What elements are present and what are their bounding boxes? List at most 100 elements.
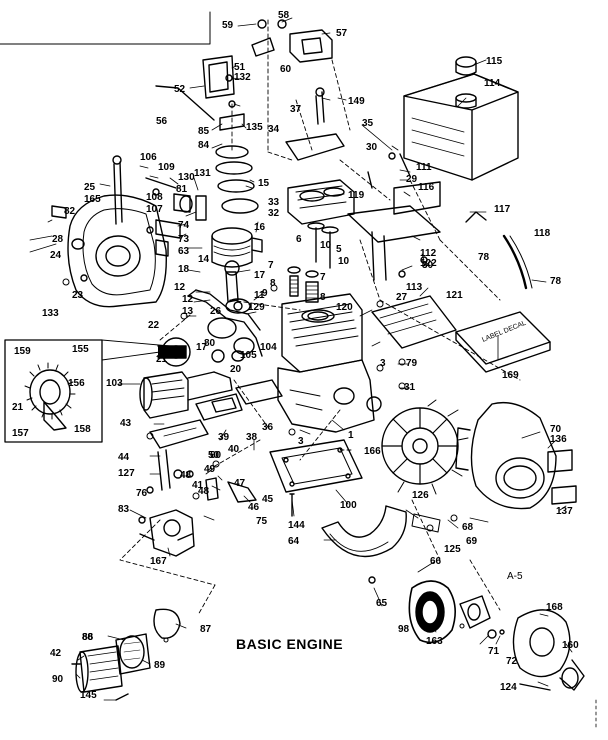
part-number-46: 46 bbox=[248, 502, 260, 513]
part-number-24: 24 bbox=[50, 250, 62, 261]
part-number-130: 130 bbox=[178, 172, 195, 183]
part-number-17: 17 bbox=[254, 270, 266, 281]
flywheel-fan bbox=[381, 399, 469, 495]
part-number-56: 56 bbox=[156, 116, 168, 127]
part-number-10-b: 10 bbox=[320, 240, 332, 251]
part-number-81: 81 bbox=[176, 184, 188, 195]
part-number-87: 87 bbox=[200, 624, 212, 635]
part-number-70: 70 bbox=[550, 424, 562, 435]
part-number-135: 135 bbox=[246, 122, 263, 133]
part-number-57: 57 bbox=[336, 28, 348, 39]
part-number-114: 114 bbox=[484, 78, 501, 89]
part-number-17-b: 17 bbox=[196, 342, 208, 353]
carburetor bbox=[138, 486, 195, 557]
part-number-71: 71 bbox=[488, 646, 500, 657]
part-number-20: 20 bbox=[230, 364, 242, 375]
part-number-21-b: 21 bbox=[12, 402, 24, 413]
part-number-76: 76 bbox=[136, 488, 148, 499]
flywheel bbox=[161, 337, 245, 367]
part-number-23: 23 bbox=[72, 290, 84, 301]
part-number-144: 144 bbox=[288, 520, 305, 531]
part-number-75: 75 bbox=[256, 516, 268, 527]
part-number-14: 14 bbox=[198, 254, 210, 265]
part-number-1: 1 bbox=[348, 430, 354, 441]
callout-flywheel-detail bbox=[24, 339, 187, 431]
part-number-100: 100 bbox=[340, 500, 357, 511]
cylinder-shroud bbox=[371, 295, 457, 349]
part-number-118: 118 bbox=[534, 228, 551, 239]
part-number-64: 64 bbox=[288, 536, 300, 547]
part-number-18: 18 bbox=[178, 264, 190, 275]
part-number-117: 117 bbox=[494, 204, 511, 215]
part-number-86: 86 bbox=[82, 632, 94, 643]
part-number-60: 60 bbox=[280, 64, 292, 75]
recoil-starter bbox=[512, 609, 585, 691]
part-number-113: 113 bbox=[406, 282, 423, 293]
part-number-58: 58 bbox=[278, 10, 290, 21]
part-number-49: 49 bbox=[204, 464, 216, 475]
part-number-125: 125 bbox=[444, 544, 461, 555]
part-number-132: 132 bbox=[234, 72, 251, 83]
part-number-157: 157 bbox=[12, 428, 29, 439]
part-number-12: 12 bbox=[182, 294, 194, 305]
part-number-88-b: 88 bbox=[82, 632, 94, 643]
part-number-41: 41 bbox=[192, 480, 204, 491]
part-number-68: 68 bbox=[462, 522, 474, 533]
part-number-60-b: 60 bbox=[210, 450, 222, 461]
part-number-10: 10 bbox=[338, 256, 350, 267]
part-number-44: 44 bbox=[118, 452, 130, 463]
part-number-15: 15 bbox=[258, 178, 270, 189]
part-number-156: 156 bbox=[68, 378, 85, 389]
part-number-167: 167 bbox=[150, 556, 167, 567]
part-number-33: 33 bbox=[268, 197, 280, 208]
part-number-29: 29 bbox=[406, 174, 418, 185]
part-number-labels: 1335677889101011121213141516171718202121… bbox=[12, 10, 579, 701]
part-number-50: 50 bbox=[208, 450, 220, 461]
part-number-34: 34 bbox=[268, 124, 280, 135]
part-number-136: 136 bbox=[550, 434, 567, 445]
part-number-35: 35 bbox=[362, 118, 374, 129]
part-number-73: 73 bbox=[178, 234, 190, 245]
label-decal-card bbox=[455, 311, 551, 373]
part-number-12-b: 12 bbox=[174, 282, 186, 293]
part-number-129: 129 bbox=[248, 302, 265, 313]
valve-train bbox=[287, 222, 339, 303]
part-number-13: 13 bbox=[182, 306, 194, 317]
part-number-104: 104 bbox=[260, 342, 277, 353]
part-number-106: 106 bbox=[140, 152, 157, 163]
part-number-39: 39 bbox=[218, 432, 230, 443]
part-number-127: 127 bbox=[118, 468, 135, 479]
part-number-107: 107 bbox=[146, 204, 163, 215]
part-number-112: 112 bbox=[420, 248, 437, 259]
part-number-105: 105 bbox=[240, 350, 257, 361]
decal-text: LABEL DECAL bbox=[481, 320, 527, 344]
part-number-120: 120 bbox=[336, 302, 353, 313]
part-number-9: 9 bbox=[262, 288, 268, 299]
part-number-40: 40 bbox=[228, 444, 240, 455]
part-number-89: 89 bbox=[154, 660, 166, 671]
part-number-159: 159 bbox=[14, 346, 31, 357]
part-number-133: 133 bbox=[42, 308, 59, 319]
part-number-48-b: 48 bbox=[198, 486, 210, 497]
part-number-7: 7 bbox=[268, 260, 274, 271]
part-number-103: 103 bbox=[106, 378, 123, 389]
part-number-108: 108 bbox=[146, 192, 163, 203]
part-number-116: 116 bbox=[418, 182, 435, 193]
cylinder-head bbox=[285, 87, 355, 225]
part-number-16: 16 bbox=[254, 222, 266, 233]
part-number-98: 98 bbox=[398, 624, 410, 635]
part-number-30-b: 30 bbox=[422, 260, 434, 271]
part-number-38: 38 bbox=[246, 432, 258, 443]
part-number-155: 155 bbox=[72, 344, 89, 355]
part-number-137: 137 bbox=[556, 506, 573, 517]
part-number-59: 59 bbox=[222, 20, 234, 31]
part-number-169: 169 bbox=[502, 370, 519, 381]
part-number-90: 90 bbox=[52, 674, 64, 685]
piston-and-rings bbox=[211, 145, 263, 268]
part-number-111: 111 bbox=[416, 162, 432, 173]
base-gasket bbox=[269, 439, 363, 517]
part-number-84: 84 bbox=[198, 140, 210, 151]
part-number-124: 124 bbox=[500, 682, 517, 693]
part-number-88: 88 bbox=[82, 632, 94, 643]
